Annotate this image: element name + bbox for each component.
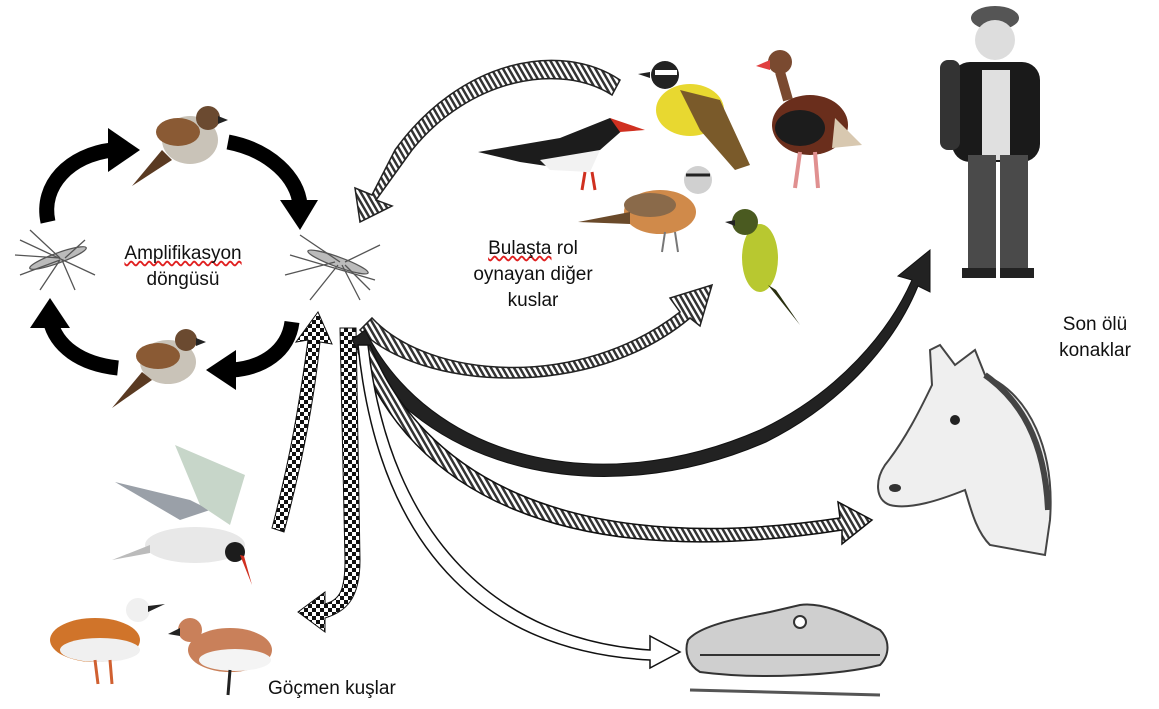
cycle-arrowhead-3 bbox=[206, 350, 236, 390]
tern-icon bbox=[112, 445, 252, 585]
migratory-birds-label: Göçmen kuşlar bbox=[268, 676, 458, 702]
human-icon bbox=[940, 6, 1040, 278]
sparrow-icon bbox=[132, 106, 228, 186]
crocodile-icon bbox=[687, 604, 888, 695]
skimmer-icon bbox=[478, 118, 645, 190]
transmission-line3: kuslar bbox=[458, 288, 608, 314]
cycle-arrow-bottom-right bbox=[232, 322, 292, 370]
mosquito-icon bbox=[15, 230, 95, 290]
shorebird-icon bbox=[168, 618, 272, 695]
transmission-word1: Bulaşta bbox=[488, 238, 551, 259]
cycle-arrowhead-4 bbox=[30, 298, 70, 328]
transmission-birds-label: Bulaşta rol oynayan diğer kuslar bbox=[458, 236, 608, 314]
cycle-arrowhead-1 bbox=[108, 128, 140, 172]
cycle-arrow-top-right bbox=[228, 142, 300, 205]
cycle-arrowhead-2 bbox=[280, 200, 318, 230]
whistling-duck-icon bbox=[756, 50, 862, 188]
migratory-arrows bbox=[272, 312, 360, 632]
dead-end-line2: konaklar bbox=[1040, 338, 1150, 364]
amplification-cycle-label: Amplifikasyon döngüsü bbox=[108, 241, 258, 293]
transmission-line2: oynayan diğer bbox=[458, 262, 608, 288]
shorebird-icon bbox=[50, 598, 165, 684]
sparrow-icon bbox=[112, 329, 206, 408]
dead-end-hosts-label: Son ölü konaklar bbox=[1040, 312, 1150, 364]
kiskadee-icon bbox=[638, 61, 750, 170]
cycle-arrow-left-up bbox=[47, 150, 112, 222]
arrow-to-horse bbox=[358, 345, 872, 544]
mosquito-icon bbox=[285, 235, 380, 300]
transmission-word2: rol bbox=[557, 238, 578, 259]
horse-icon bbox=[878, 345, 1051, 555]
amplification-line2: döngüsü bbox=[108, 267, 258, 293]
amplification-line1: Amplifikasyon bbox=[124, 243, 241, 264]
yellow-bird-icon bbox=[725, 209, 800, 325]
dead-end-line1: Son ölü bbox=[1040, 312, 1150, 338]
dead-end-arrows bbox=[352, 250, 930, 668]
migratory-birds-text: Göçmen kuşlar bbox=[268, 678, 396, 699]
